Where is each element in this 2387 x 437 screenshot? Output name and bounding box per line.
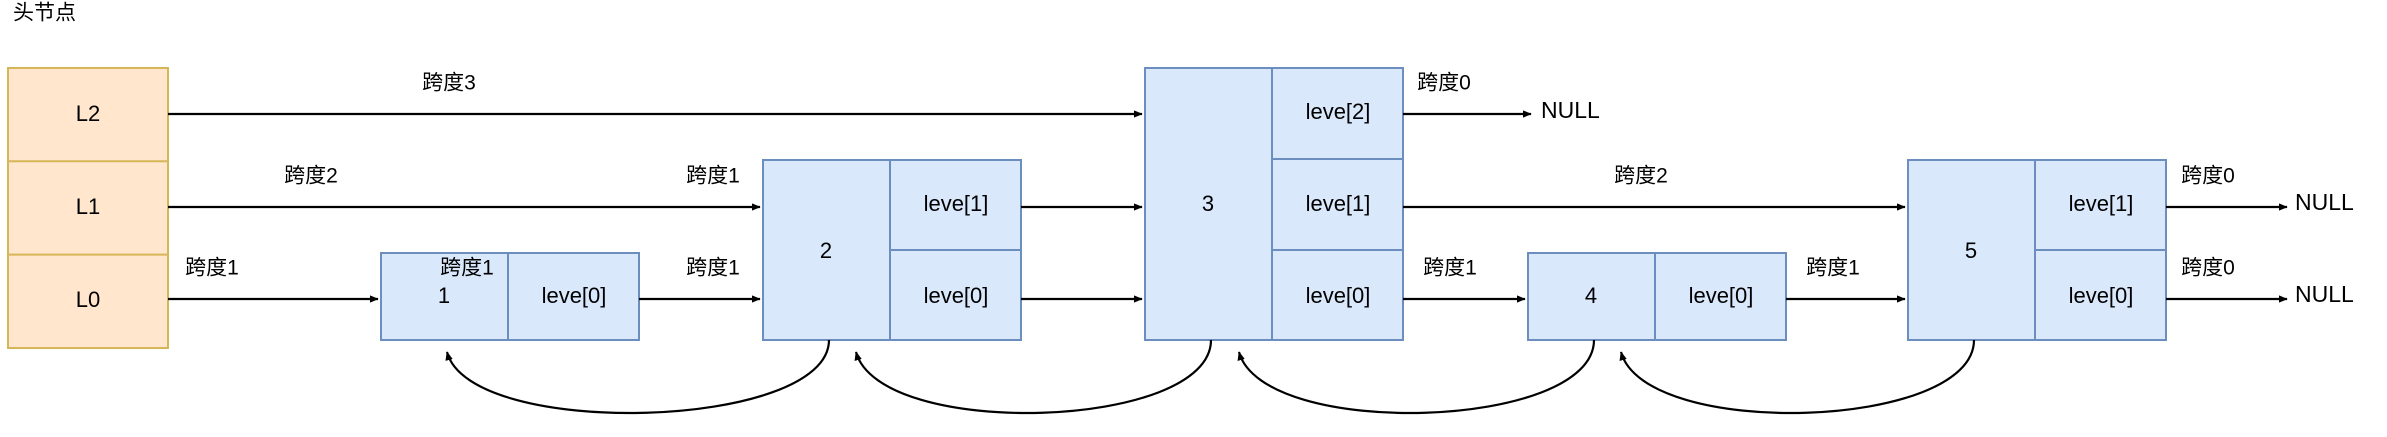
head-node-caption: 头节点 bbox=[13, 2, 76, 25]
backward-node2-to-node1 bbox=[445, 339, 831, 415]
arrow-head-l2-to-node3-label: 跨度3 bbox=[422, 72, 476, 95]
node-3-level-2: leve[2] bbox=[1306, 99, 1371, 124]
node-3-value: 3 bbox=[1202, 191, 1214, 216]
null-label-l1: NULL bbox=[2295, 189, 2354, 215]
node-1[interactable]: 1 leve[0] bbox=[380, 252, 640, 341]
head-level-label-l0: L0 bbox=[76, 287, 100, 312]
node-4[interactable]: 4 leve[0] bbox=[1527, 252, 1787, 341]
null-label-l0: NULL bbox=[2295, 281, 2354, 307]
node-5-level-1: leve[1] bbox=[2069, 191, 2134, 216]
arrow-node2-l0-to-node3: 跨度1 bbox=[686, 257, 1143, 303]
arrow-node3-l2-to-null: 跨度0 NULL bbox=[1403, 72, 1600, 123]
node-3-level-0: leve[0] bbox=[1306, 283, 1371, 308]
node-5-value: 5 bbox=[1965, 238, 1977, 263]
arrow-node3-l1-to-node5: 跨度2 bbox=[1403, 165, 1906, 211]
arrow-node1-l0-to-node2-label: 跨度1 bbox=[440, 257, 494, 280]
node-2-level-0: leve[0] bbox=[924, 283, 989, 308]
arrow-node2-l1-to-node3: 跨度1 bbox=[686, 165, 1143, 211]
null-label-l2: NULL bbox=[1541, 97, 1600, 123]
arrow-node4-l0-to-node5: 跨度1 bbox=[1786, 257, 1906, 303]
node-1-box bbox=[380, 252, 640, 341]
arrow-node2-l1-to-node3-label: 跨度1 bbox=[686, 165, 740, 188]
backward-node3-to-node2 bbox=[854, 339, 1213, 415]
head-node-box bbox=[7, 67, 169, 349]
arrow-node3-l0-to-node4: 跨度1 bbox=[1403, 257, 1526, 303]
backward-node5-to-node4 bbox=[1619, 339, 1976, 415]
arrow-node4-l0-to-node5-label: 跨度1 bbox=[1806, 257, 1860, 280]
head-level-label-l2: L2 bbox=[76, 101, 100, 126]
arrow-node5-l1-to-null-label: 跨度0 bbox=[2181, 165, 2235, 188]
node-5[interactable]: 5 leve[1] leve[0] bbox=[1907, 159, 2167, 341]
arrow-node2-l0-to-node3-label: 跨度1 bbox=[686, 257, 740, 280]
backward-node4-to-node3 bbox=[1237, 339, 1596, 415]
node-3[interactable]: 3 leve[2] leve[1] leve[0] bbox=[1144, 67, 1404, 341]
arrow-head-l0-to-node1-label: 跨度1 bbox=[185, 257, 239, 280]
arrow-node5-l0-to-null: 跨度0 NULL bbox=[2166, 257, 2354, 307]
node-4-level-0: leve[0] bbox=[1689, 283, 1754, 308]
node-3-level-1: leve[1] bbox=[1306, 191, 1371, 216]
node-2-level-1: leve[1] bbox=[924, 191, 989, 216]
node-5-level-0: leve[0] bbox=[2069, 283, 2134, 308]
arrow-head-l1-to-node2-label: 跨度2 bbox=[284, 165, 338, 188]
node-1-value: 1 bbox=[438, 283, 450, 308]
arrow-node5-l0-to-null-label: 跨度0 bbox=[2181, 257, 2235, 280]
arrow-head-l0-to-node1: 跨度1 bbox=[168, 257, 379, 303]
node-2-value: 2 bbox=[820, 238, 832, 263]
node-1-level-0: leve[0] bbox=[542, 283, 607, 308]
head-node[interactable]: L2 L1 L0 bbox=[7, 67, 169, 349]
arrow-node3-l0-to-node4-label: 跨度1 bbox=[1423, 257, 1477, 280]
arrow-node3-l1-to-node5-label: 跨度2 bbox=[1614, 165, 1668, 188]
arrow-head-l1-to-node2: 跨度2 bbox=[168, 165, 761, 211]
node-2[interactable]: 2 leve[1] leve[0] bbox=[762, 159, 1022, 341]
node-4-value: 4 bbox=[1585, 283, 1597, 308]
arrow-node5-l1-to-null: 跨度0 NULL bbox=[2166, 165, 2354, 215]
head-level-label-l1: L1 bbox=[76, 194, 100, 219]
arrow-node3-l2-to-null-label: 跨度0 bbox=[1417, 72, 1471, 95]
arrow-node1-l0-to-node2: 跨度1 bbox=[440, 257, 761, 303]
node-4-box bbox=[1527, 252, 1787, 341]
arrow-head-l2-to-node3: 跨度3 bbox=[168, 72, 1143, 118]
node-3-box bbox=[1144, 67, 1404, 341]
